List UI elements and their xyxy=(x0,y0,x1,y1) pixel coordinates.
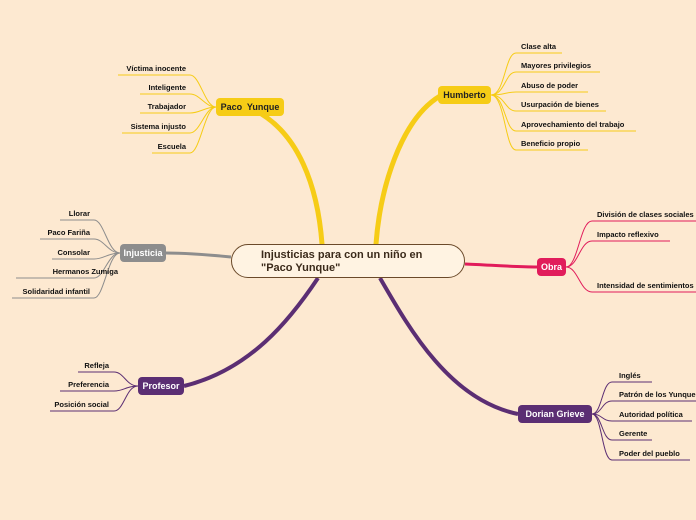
edge-center-dorian xyxy=(378,277,519,416)
edge-center-profesor xyxy=(183,276,320,388)
node-obra-label: Obra xyxy=(540,262,562,272)
leaf-obra-1[interactable]: División de clases sociales xyxy=(597,210,694,219)
leaf-dorian-3[interactable]: Autoridad política xyxy=(619,410,683,419)
edge-center-humberto xyxy=(373,93,443,247)
leaf-dorian-2[interactable]: Patrón de los Yunque xyxy=(619,390,696,399)
node-humberto-label: Humberto xyxy=(443,90,486,100)
central-topic-label: Injusticias para con un niño en "Paco Yu… xyxy=(261,249,423,274)
node-profesor[interactable]: Profesor xyxy=(138,377,184,395)
injusticia-leaf-edges xyxy=(12,219,121,299)
leaf-dorian-1[interactable]: Inglés xyxy=(619,371,641,380)
leaf-injusticia-2[interactable]: Paco Fariña xyxy=(47,228,90,237)
leaf-profesor-1[interactable]: Refleja xyxy=(84,361,109,370)
obra-leaf-edges xyxy=(565,220,696,293)
leaf-paco-2[interactable]: Inteligente xyxy=(148,83,186,92)
leaf-humberto-3[interactable]: Abuso de poder xyxy=(521,81,579,90)
node-injusticia-label: Injusticia xyxy=(123,248,163,258)
leaf-paco-3[interactable]: Trabajador xyxy=(147,102,186,111)
leaf-dorian-4[interactable]: Gerente xyxy=(619,429,648,438)
leaf-dorian-5[interactable]: Poder del pueblo xyxy=(619,449,680,458)
leaf-humberto-5[interactable]: Aprovechamiento del trabajo xyxy=(521,120,625,129)
profesor-leaf-edges xyxy=(50,371,139,412)
leaf-injusticia-3[interactable]: Consolar xyxy=(57,248,90,257)
leaf-humberto-4[interactable]: Usurpación de bienes xyxy=(521,100,599,109)
node-paco-yunque-label: Paco Yunque xyxy=(220,102,280,112)
node-injusticia[interactable]: Injusticia xyxy=(120,244,166,262)
leaf-humberto-6[interactable]: Beneficio propio xyxy=(521,139,581,148)
dorian-leaf-edges xyxy=(591,381,696,461)
edge-center-injusticia xyxy=(165,251,232,259)
leaf-obra-3[interactable]: Intensidad de sentimientos xyxy=(597,281,694,290)
leaf-profesor-2[interactable]: Preferencia xyxy=(68,380,109,389)
leaf-injusticia-1[interactable]: Llorar xyxy=(68,209,90,218)
node-dorian-grieve-label: Dorian Grieve xyxy=(525,409,585,419)
node-obra[interactable]: Obra xyxy=(537,258,566,276)
leaf-humberto-1[interactable]: Clase alta xyxy=(521,42,557,51)
leaf-humberto-2[interactable]: Mayores privilegios xyxy=(521,61,592,70)
leaf-paco-5[interactable]: Escuela xyxy=(157,142,186,151)
edge-center-paco xyxy=(247,105,325,247)
node-humberto[interactable]: Humberto xyxy=(438,86,491,104)
node-dorian-grieve[interactable]: Dorian Grieve xyxy=(518,405,592,423)
edge-center-obra xyxy=(464,262,538,269)
node-profesor-label: Profesor xyxy=(142,381,180,391)
leaf-injusticia-4[interactable]: Hermanos Zumiga xyxy=(52,267,118,276)
paco-leaf-edges xyxy=(118,74,217,154)
leaf-paco-1[interactable]: Víctima inocente xyxy=(126,64,186,73)
leaf-paco-4[interactable]: Sistema injusto xyxy=(130,122,186,131)
humberto-leaf-edges xyxy=(490,52,636,151)
node-paco-yunque[interactable]: Paco Yunque xyxy=(216,98,284,116)
central-topic[interactable]: Injusticias para con un niño en "Paco Yu… xyxy=(231,244,465,278)
leaf-profesor-3[interactable]: Posición social xyxy=(54,400,109,409)
leaf-obra-2[interactable]: Impacto reflexivo xyxy=(597,230,659,239)
leaf-injusticia-5[interactable]: Solidaridad infantil xyxy=(22,287,90,296)
